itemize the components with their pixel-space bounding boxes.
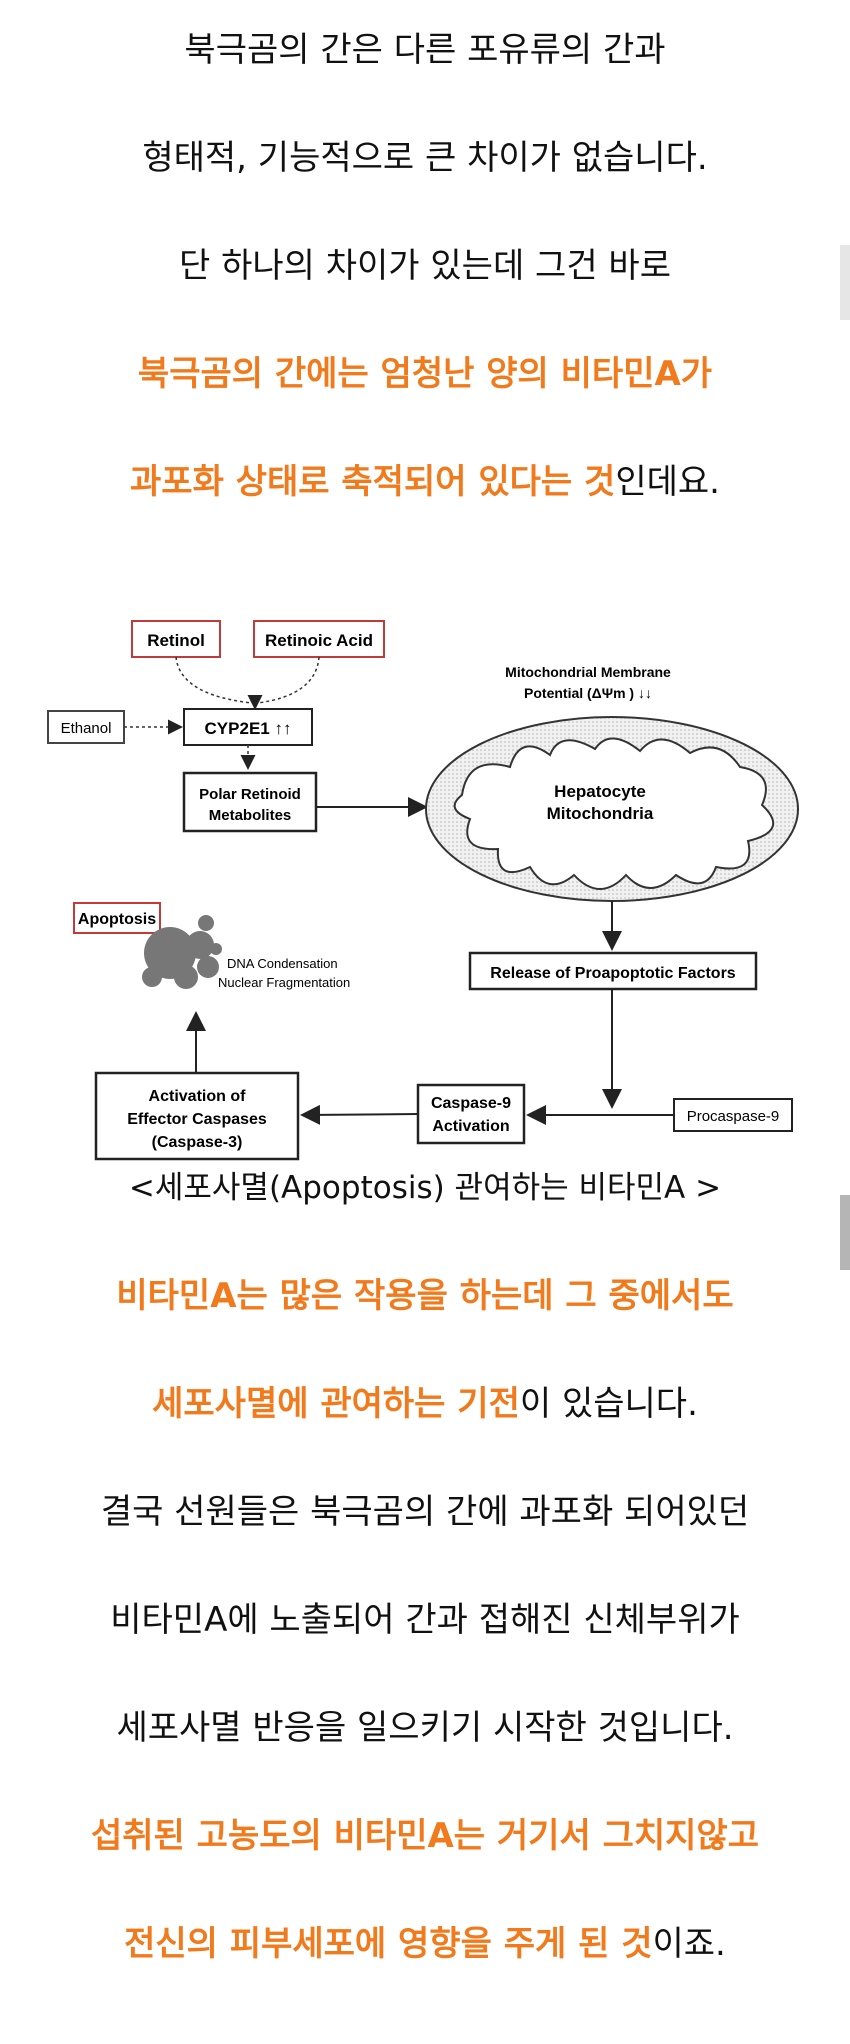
paragraph-5-highlight: 과포화 상태로 축적되어 있다는 것: [130, 462, 616, 502]
scrollbar-marker-top[interactable]: [840, 245, 850, 320]
retinol-label: Retinol: [147, 631, 205, 650]
paragraph-9: 비타민A에 노출되어 간과 접해진 신체부위가: [110, 1600, 740, 1640]
paragraph-2: 형태적, 기능적으로 큰 차이가 없습니다.: [142, 138, 708, 178]
effector-line1: Activation of: [149, 1088, 247, 1105]
mitochondrion-cristae: [453, 737, 775, 890]
paragraph-5-rest: 인데요.: [615, 462, 720, 502]
procaspase9-label: Procaspase-9: [687, 1108, 780, 1125]
apoptosis-diagram: Retinol Retinoic Acid Ethanol CYP2E1 ↑↑ …: [47, 620, 799, 1161]
effector-line2: Effector Caspases: [127, 1111, 267, 1128]
effector-caspases-box: [94, 1071, 300, 1161]
retinol-box: [131, 620, 221, 658]
paragraph-4-highlight: 북극곰의 간에는 엄청난 양의 비타민A가: [137, 354, 713, 394]
paragraph-7-highlight: 세포사멸에 관여하는 기전: [152, 1384, 520, 1424]
procaspase9-box: [673, 1098, 793, 1132]
cyp2e1-box: [183, 708, 313, 746]
release-label: Release of Proapoptotic Factors: [490, 965, 735, 982]
caspase9-line1: Caspase-9: [431, 1095, 511, 1112]
apoptosis-label: Apoptosis: [78, 911, 156, 928]
polar-retinoid-line1: Polar Retinoid: [199, 786, 301, 803]
membrane-potential-line2: Potential (ΔΨm ) ↓↓: [524, 685, 652, 701]
paragraph-6-highlight: 비타민A는 많은 작용을 하는데 그 중에서도: [116, 1276, 734, 1316]
paragraph-12-rest: 이죠.: [652, 1924, 726, 1964]
paragraph-1: 북극곰의 간은 다른 포유류의 간과: [184, 30, 666, 70]
ethanol-box: [47, 710, 125, 744]
retinoic-acid-box: [253, 620, 385, 658]
ethanol-label: Ethanol: [61, 720, 112, 737]
dna-condensation-line2: Nuclear Fragmentation: [218, 975, 350, 990]
effector-line3: (Caspase-3): [152, 1134, 243, 1151]
apoptosis-box: [73, 902, 161, 934]
paragraph-12-highlight: 전신의 피부세포에 영향을 주게 된 것: [124, 1924, 653, 1964]
retinoic-acid-label: Retinoic Acid: [265, 631, 373, 650]
release-box: [468, 951, 758, 991]
paragraph-12: 전신의 피부세포에 영향을 주게 된 것이죠.: [0, 1922, 850, 1966]
scrollbar-marker-bottom[interactable]: [840, 1195, 850, 1270]
paragraph-3: 단 하나의 차이가 있는데 그건 바로: [179, 246, 671, 286]
mitochondria-line2: Mitochondria: [547, 804, 654, 823]
paragraph-7-rest: 이 있습니다.: [519, 1384, 698, 1424]
membrane-potential-line1: Mitochondrial Membrane: [505, 664, 671, 680]
paragraph-10: 세포사멸 반응을 일으키기 시작한 것입니다.: [116, 1708, 734, 1748]
dna-condensation-line1: DNA Condensation: [227, 956, 338, 971]
diagram-caption: <세포사멸(Apoptosis) 관여하는 비타민A >: [128, 1170, 722, 1206]
fragmented-nucleus-icon: [142, 915, 222, 989]
paragraph-5: 과포화 상태로 축적되어 있다는 것인데요.: [0, 460, 850, 504]
polar-retinoid-line2: Metabolites: [209, 807, 292, 824]
mitochondria-line1: Hepatocyte: [554, 782, 646, 801]
polar-retinoid-box: [182, 771, 318, 833]
paragraph-7: 세포사멸에 관여하는 기전이 있습니다.: [0, 1382, 850, 1426]
cyp2e1-label: CYP2E1 ↑↑: [205, 719, 292, 738]
paragraph-8: 결국 선원들은 북극곰의 간에 과포화 되어있던: [100, 1492, 750, 1532]
paragraph-11-highlight: 섭취된 고농도의 비타민A는 거기서 그치지않고: [91, 1816, 759, 1856]
caspase9-line2: Activation: [432, 1118, 509, 1135]
